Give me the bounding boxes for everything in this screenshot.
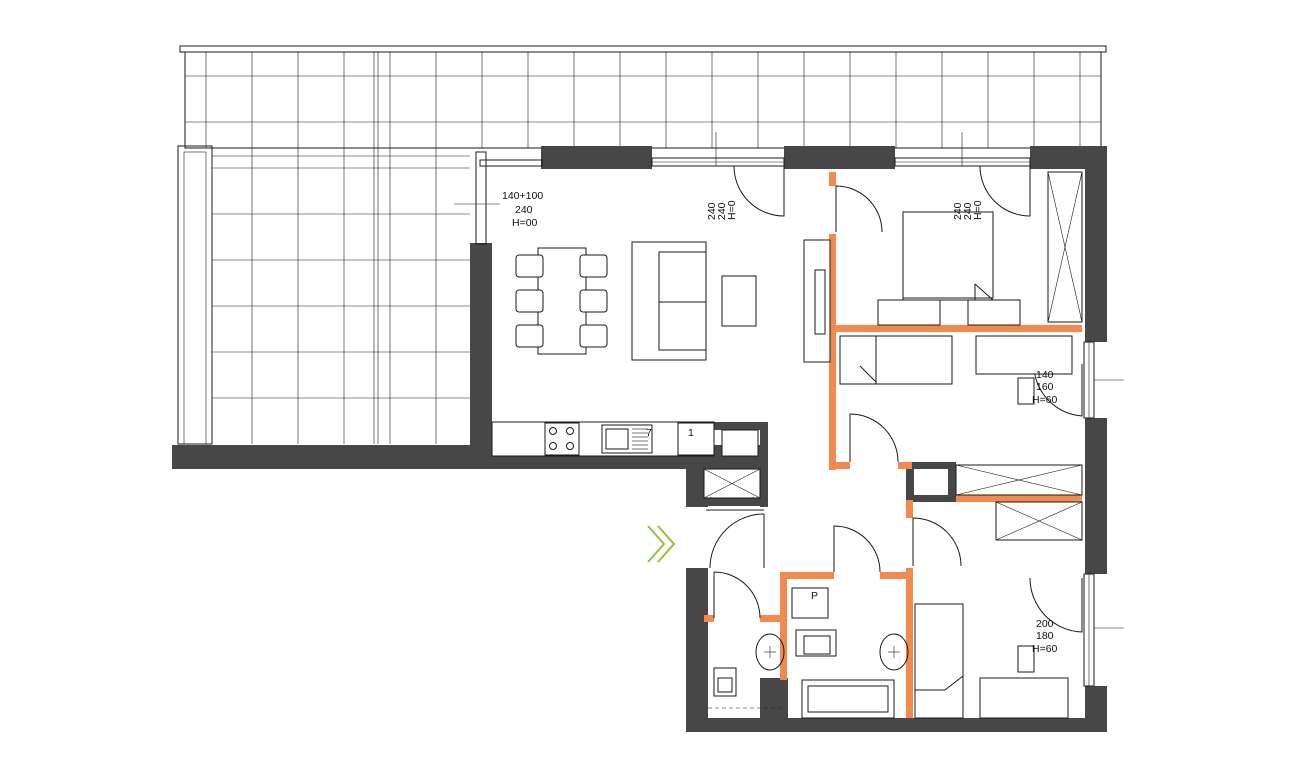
room2-window-width: 140	[1036, 369, 1054, 381]
door-annotation-bedroom: 240 240 H=0	[952, 200, 984, 220]
living-door-width: 240	[706, 202, 718, 220]
kitchen-counter: 7 1	[491, 421, 759, 457]
living-window-size: 140+100	[502, 190, 543, 202]
fridge-label: 1	[688, 427, 694, 439]
room2-window-sill: H=60	[1032, 394, 1058, 406]
terrace	[177, 45, 1107, 445]
room2-window-height: 160	[1036, 381, 1054, 393]
shafts	[703, 171, 1083, 541]
partition-walls	[704, 172, 1082, 718]
dining-table	[515, 247, 608, 355]
bedroom-door-height: 240	[962, 202, 974, 220]
double-chevron-right-icon	[647, 525, 676, 563]
terrace-tiles-left	[177, 145, 470, 445]
living-window-sill: H=00	[512, 217, 538, 229]
exterior-walls	[172, 146, 1107, 732]
room3-window-width: 200	[1036, 618, 1054, 630]
laundry-label: P	[811, 590, 818, 602]
bathroom: P	[791, 587, 909, 719]
terrace-tiles-top	[185, 52, 1101, 148]
bedroom-door-sill: H=0	[972, 200, 984, 220]
window-annotation-room2: 140 160 H=60	[1032, 369, 1058, 406]
window-annotation-living: 140+100 240 H=00	[502, 190, 543, 229]
tv-cabinet	[803, 239, 831, 363]
room3-window-height: 180	[1036, 630, 1054, 642]
windows	[475, 151, 1095, 687]
wc	[708, 633, 785, 709]
sofa	[631, 241, 757, 361]
doors	[454, 132, 1124, 633]
living-door-height: 240	[716, 202, 728, 220]
master-bed	[877, 211, 1021, 326]
room3-bed	[914, 603, 1069, 719]
room2-bed	[839, 335, 1073, 405]
living-door-sill: H=0	[726, 200, 738, 220]
kitchen-sink-label: 7	[646, 427, 652, 439]
door-annotation-living: 240 240 H=0	[706, 200, 738, 220]
room3-window-sill: H=60	[1032, 643, 1058, 655]
bedroom-door-width: 240	[952, 202, 964, 220]
window-annotation-room3: 200 180 H=60	[1032, 618, 1058, 655]
living-window-height: 240	[515, 204, 533, 216]
